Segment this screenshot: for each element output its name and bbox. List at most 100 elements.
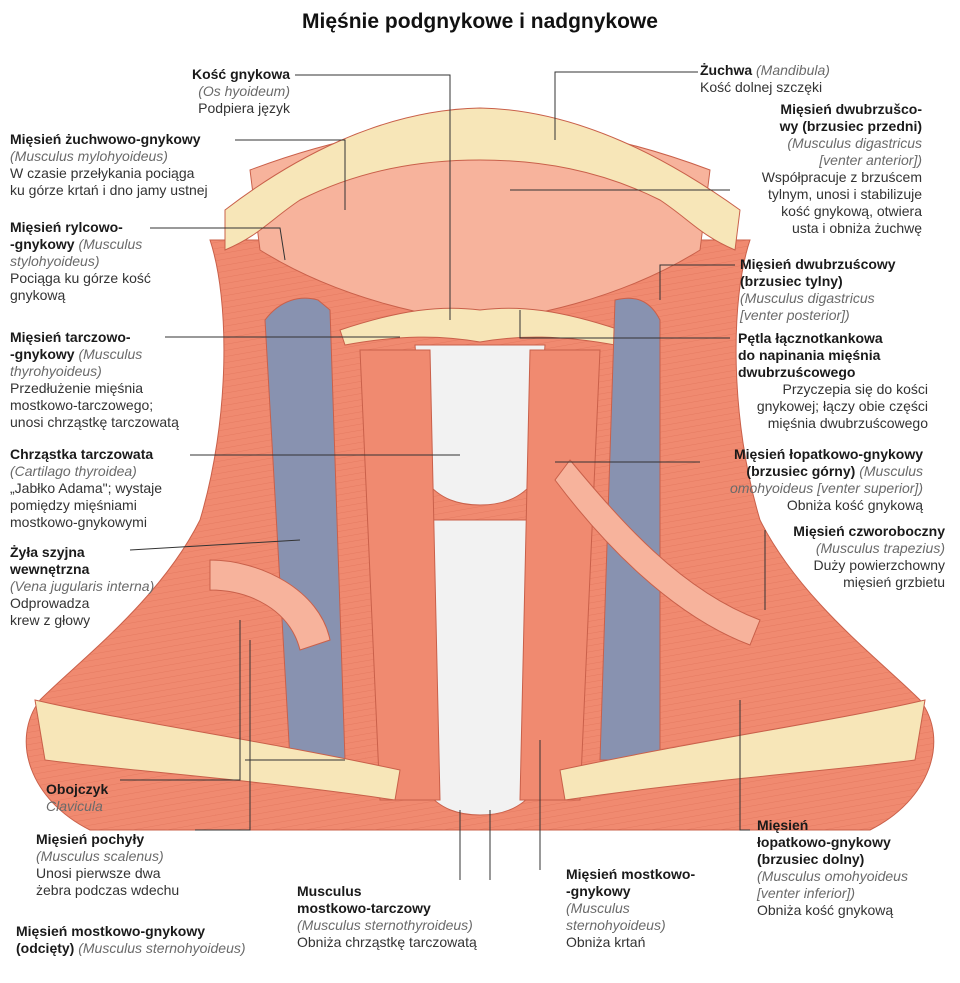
label-thyroid-cartilage-desc-2: pomiędzy mięśniami [10,497,137,513]
label-trapezius-desc-2: mięsień grzbietu [843,574,945,590]
leader-sternothyroid [459,810,491,880]
label-digastric-anterior-desc-2: tylnym, unosi i stabilizuje [767,186,922,202]
label-sternothyroid-name-1: Musculus [297,883,362,899]
label-jugular: Żyła szyjna wewnętrzna (Vena jugularis i… [10,544,185,629]
label-omohyoid-inferior-name-3: (brzusiec dolny) [757,851,865,867]
label-scalenus: Mięsień pochyły (Musculus scalenus) Unos… [36,831,236,899]
label-sternohyoid-cut: Mięsień mostkowo-gnykowy (odcięty) (Musc… [16,923,296,957]
label-thyrohyoid-desc-2: mostkowo-tarczowego; [10,397,154,413]
label-trapezius-desc-1: Duży powierzchowny [813,557,946,573]
label-thyrohyoid-latin-2: thyrohyoideus) [10,363,102,379]
label-scalenus-desc-2: żebra podczas wdechu [36,882,180,898]
label-scalenus-latin: (Musculus scalenus) [36,848,164,864]
label-sternohyoid-cut-name-1: Mięsień mostkowo-gnykowy [16,923,206,939]
label-digastric-anterior-latin-2: [venter anterior]) [819,152,922,168]
label-thyroid-cartilage-desc-1: „Jabłko Adama"; wystaje [10,480,163,496]
label-thyroid-cartilage-latin: (Cartilago thyroidea) [10,463,137,479]
label-mylohyoid-desc-1: W czasie przełykania pociąga [10,165,195,181]
label-mylohyoid: Mięsień żuchwowo-gnykowy (Musculus myloh… [10,131,245,199]
label-sternothyroid: Musculus mostkowo-tarczowy (Musculus ste… [297,883,517,951]
label-omohyoid-inferior: Mięsień łopatkowo-gnykowy (brzusiec doln… [757,817,947,919]
label-omohyoid-superior-name-2: (brzusiec górny) [746,463,856,479]
label-thyroid-cartilage: Chrząstka tarczowata (Cartilago thyroide… [10,446,200,531]
label-thyroid-cartilage-name: Chrząstka tarczowata [10,446,154,462]
label-tendon-loop: Pętla łącznotkankowa do napinania mięśni… [738,330,928,432]
label-omohyoid-superior: Mięsień łopatkowo-gnykowy (brzusiec górn… [703,446,923,514]
label-mylohyoid-name: Mięsień żuchwowo-gnykowy [10,131,201,147]
leader-scalenus [195,640,251,831]
label-sternothyroid-latin: (Musculus sternothyroideus) [297,917,473,933]
label-sternohyoid: Mięsień mostkowo- -gnykowy (Musculus ste… [566,866,746,951]
leader-omohyoid-inferior [739,700,750,831]
label-thyrohyoid-desc-1: Przedłużenie mięśnia [10,380,144,396]
label-thyrohyoid-name-2: -gnykowy [10,346,75,362]
label-digastric-posterior-latin-1: (Musculus digastricus [740,290,875,306]
label-digastric-posterior-latin-2: [venter posterior]) [740,307,850,323]
label-mandible-desc: Kość dolnej szczęki [700,79,823,95]
label-thyrohyoid: Mięsień tarczowo- -gnykowy (Musculus thy… [10,329,210,431]
label-stylohyoid-name-2: -gnykowy [10,236,75,252]
label-digastric-anterior-desc-4: usta i obniża żuchwę [792,220,922,236]
label-sternothyroid-desc: Obniża chrząstkę tarczowatą [297,934,477,950]
leader-stylohyoid [150,227,286,261]
label-sternohyoid-cut-latin: (Musculus sternohyoideus) [78,940,246,956]
label-stylohyoid-latin-1: (Musculus [78,236,143,252]
leader-hyoid [295,74,451,320]
label-stylohyoid-name-1: Mięsień rylcowo- [10,219,123,235]
label-clavicle-name: Obojczyk [46,781,109,797]
label-jugular-name-1: Żyła szyjna [10,544,85,560]
label-hyoid-latin: (Os hyoideum) [198,83,290,99]
label-hyoid: Kość gnykowa (Os hyoideum) Podpiera języ… [150,66,290,117]
label-omohyoid-inferior-name-1: Mięsień [757,817,809,833]
label-trapezius-latin: (Musculus trapezius) [815,540,945,556]
label-stylohyoid-desc-1: Pociąga ku górze kość [10,270,151,286]
label-digastric-posterior-name-2: (brzusiec tylny) [740,273,843,289]
label-tendon-loop-desc-2: gnykowej; łączy obie części [756,398,928,414]
label-thyrohyoid-desc-3: unosi chrząstkę tarczowatą [10,414,179,430]
label-scalenus-name: Mięsień pochyły [36,831,145,847]
label-digastric-posterior-name-1: Mięsień dwubrzuścowy [740,256,896,272]
label-jugular-desc-2: krew z głowy [10,612,91,628]
leader-mandible [554,71,698,140]
leader-digastric-posterior [659,264,735,300]
omohyoid-left [209,559,331,651]
sternohyoid-left [359,349,441,801]
omohyoid-right [554,459,761,646]
jugular-vein-left [264,297,346,761]
label-tendon-loop-desc-3: mięśnia dwubrzuścowego [767,415,928,431]
label-jugular-latin: (Vena jugularis interna) [10,578,155,594]
label-tendon-loop-name-3: dwubrzuścowego [738,364,856,380]
label-trapezius-name: Mięsień czworoboczny [793,523,945,539]
label-tendon-loop-name-1: Pętla łącznotkankowa [738,330,883,346]
label-digastric-anterior-desc-3: kość gnykową, otwiera [781,203,922,219]
mandible-bone [224,107,741,251]
label-jugular-desc-1: Odprowadza [10,595,90,611]
figure-title: Mięśnie podgnykowe i nadgnykowe [302,10,658,33]
label-omohyoid-superior-name-1: Mięsień łopatkowo-gnykowy [733,446,923,462]
label-mandible-latin: (Mandibula) [756,62,830,78]
label-stylohyoid-latin-2: stylohyoideus) [10,253,100,269]
label-sternohyoid-latin-1: (Musculus [566,900,630,916]
label-thyroid-cartilage-desc-3: mostkowo-gnykowymi [10,514,147,530]
label-thyrohyoid-name-1: Mięsień tarczowo- [10,329,131,345]
label-omohyoid-inferior-latin-2: [venter inferior]) [757,885,856,901]
label-mandible-name: Żuchwa [700,62,753,78]
label-mylohyoid-desc-2: ku górze krtań i dno jamy ustnej [10,182,208,198]
label-clavicle: Obojczyk Clavicula [46,781,166,815]
label-clavicle-latin: Clavicula [46,798,103,814]
leader-clavicle [120,620,241,781]
label-trapezius: Mięsień czworoboczny (Musculus trapezius… [760,523,945,591]
label-omohyoid-superior-desc: Obniża kość gnykową [786,497,923,513]
label-stylohyoid: Mięsień rylcowo- -gnykowy (Musculus styl… [10,219,190,304]
label-digastric-anterior-name-2: wy (brzusiec przedni) [779,118,922,134]
label-stylohyoid-desc-2: gnykową [10,287,66,303]
label-digastric-anterior-latin-1: (Musculus digastricus [787,135,922,151]
label-scalenus-desc-1: Unosi pierwsze dwa [36,865,161,881]
label-omohyoid-inferior-desc: Obniża kość gnykową [757,902,894,918]
label-sternohyoid-name-1: Mięsień mostkowo- [566,866,696,882]
label-digastric-anterior: Mięsień dwubrzušco- wy (brzusiec przedni… [722,101,922,237]
label-thyrohyoid-latin-1: (Musculus [78,346,143,362]
